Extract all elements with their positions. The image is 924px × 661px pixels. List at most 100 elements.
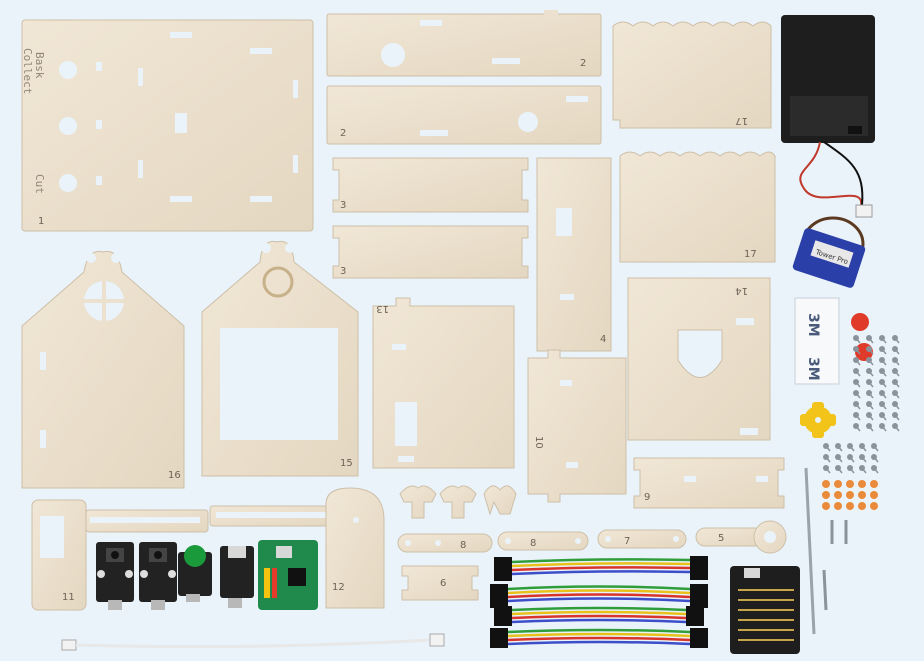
tape-3m-bottom: 3M <box>805 357 821 381</box>
screw <box>879 379 887 388</box>
part-number: 3 <box>340 266 346 277</box>
screw <box>853 379 861 388</box>
strip-3a: 3 <box>332 157 529 213</box>
screw <box>853 390 861 399</box>
link-strip-8a: 8 <box>397 533 493 553</box>
nut <box>822 480 830 488</box>
strip-3b: 3 <box>332 225 529 279</box>
screw <box>879 390 887 399</box>
screw <box>866 423 874 432</box>
engraving-bask: Bask <box>33 52 46 79</box>
part-number: 8 <box>530 538 536 549</box>
screw <box>866 368 874 377</box>
rain-sensor <box>730 566 800 654</box>
screw-set <box>823 335 900 474</box>
part-number: 12 <box>332 582 345 593</box>
screw <box>823 465 831 474</box>
usb-cable <box>61 633 445 651</box>
screw <box>847 443 855 452</box>
screw <box>859 454 867 463</box>
part-number: 7 <box>624 536 630 547</box>
screw <box>859 443 867 452</box>
sensor-modules <box>96 540 318 610</box>
part-number: 4 <box>600 334 606 345</box>
nut <box>858 480 866 488</box>
screw <box>853 423 861 432</box>
screw <box>866 346 874 355</box>
screw <box>892 368 900 377</box>
screw <box>892 401 900 410</box>
slider-arm-11: 11 <box>31 499 209 611</box>
screw <box>847 454 855 463</box>
screw <box>866 401 874 410</box>
screw <box>853 368 861 377</box>
yellow-gear <box>800 402 836 438</box>
side-strip-2a: 2 <box>326 10 602 77</box>
screw <box>879 368 887 377</box>
screw <box>866 390 874 399</box>
strip-9: 9 <box>633 457 785 509</box>
screw <box>823 454 831 463</box>
usb-module <box>220 546 254 598</box>
panel-10: 10 <box>527 349 627 503</box>
house-panel-15: 15 <box>201 240 359 477</box>
roof-panel-17a: 17 <box>612 21 772 129</box>
screw <box>866 379 874 388</box>
nut <box>834 480 842 488</box>
screw <box>866 335 874 344</box>
engraving-cut: Cut <box>33 174 46 194</box>
part-number: 10 <box>533 436 544 449</box>
nut-set <box>822 480 878 510</box>
part-number: 11 <box>62 592 75 603</box>
nut <box>870 491 878 499</box>
screw <box>892 335 900 344</box>
screw <box>853 346 861 355</box>
screw <box>847 465 855 474</box>
part-number: 14 <box>735 285 748 296</box>
battery-box <box>781 15 875 218</box>
screw <box>879 401 887 410</box>
nut <box>822 502 830 510</box>
crank-arm-5: 5 <box>695 520 787 554</box>
screw <box>835 454 843 463</box>
engraving-collect: Collect <box>21 48 34 94</box>
screw <box>879 346 887 355</box>
panel-12: 12 <box>209 487 385 609</box>
nut <box>870 502 878 510</box>
screw <box>871 443 879 452</box>
part-number: 17 <box>735 115 748 126</box>
screw <box>866 357 874 366</box>
nut <box>858 502 866 510</box>
tape-3m-top: 3M <box>805 313 821 337</box>
part-number: 15 <box>340 458 353 469</box>
part-number: 17 <box>744 249 757 260</box>
hole <box>59 174 77 192</box>
screw <box>892 346 900 355</box>
screw <box>879 335 887 344</box>
u-panel-14: 14 <box>627 277 771 441</box>
nut <box>822 491 830 499</box>
hanger-pieces <box>399 485 517 519</box>
screw <box>853 401 861 410</box>
screw <box>892 379 900 388</box>
panel-13: 13 <box>372 297 515 469</box>
screw <box>853 357 861 366</box>
part-number: 9 <box>644 492 650 503</box>
screw <box>892 423 900 432</box>
screw <box>871 454 879 463</box>
button-module-1 <box>96 542 134 602</box>
link-strip-8b: 8 <box>497 531 589 551</box>
metal-rods <box>804 467 848 635</box>
tape-pad: 3M 3M <box>794 297 840 385</box>
part-number: 2 <box>340 128 346 139</box>
nut <box>846 491 854 499</box>
house-panel-16: 16 <box>21 250 185 489</box>
nut <box>858 491 866 499</box>
screw <box>871 465 879 474</box>
button-module-2 <box>139 542 177 602</box>
screw <box>892 390 900 399</box>
screw <box>835 443 843 452</box>
screw <box>853 412 861 421</box>
hole <box>59 61 77 79</box>
base-plate-1: Bask Collect Cut 1 <box>21 19 314 232</box>
